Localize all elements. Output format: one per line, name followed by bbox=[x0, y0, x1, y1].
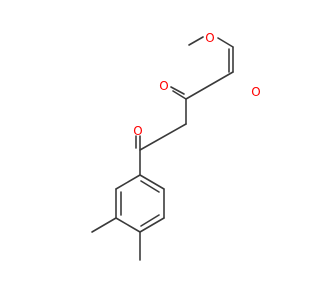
ring-bond-6 bbox=[115, 174, 141, 190]
ring-double-inner-2 bbox=[140, 214, 160, 227]
alpha-keto-oxygen-label: O bbox=[159, 79, 168, 93]
bond-ring-to-methyl-meta bbox=[91, 217, 117, 233]
ring-bond-1 bbox=[139, 174, 165, 190]
bond-alpha-keto-double-1 bbox=[172, 90, 187, 100]
bond-ester-oxygen-carbon bbox=[217, 37, 234, 48]
bond-ester-to-alpha-keto bbox=[185, 71, 234, 100]
ring-bond-4 bbox=[115, 217, 141, 233]
ester-oxygen-label: O bbox=[205, 31, 214, 45]
aryl-ketone-oxygen-label: O bbox=[133, 124, 142, 138]
ester-carbonyl-oxygen-label: O bbox=[251, 85, 260, 99]
bond-lines bbox=[91, 36, 234, 261]
bond-methyl-ester-oxygen bbox=[188, 36, 204, 46]
ring-double-inner-1 bbox=[140, 180, 160, 193]
bond-alpha-keto-double-2 bbox=[170, 86, 185, 95]
atom-labels: O O O O bbox=[133, 31, 260, 138]
bond-ch2-to-aryl-ketone bbox=[139, 123, 187, 151]
ring-bond-3 bbox=[139, 217, 165, 233]
molecule-structure-diagram: O O O O bbox=[91, 31, 261, 261]
